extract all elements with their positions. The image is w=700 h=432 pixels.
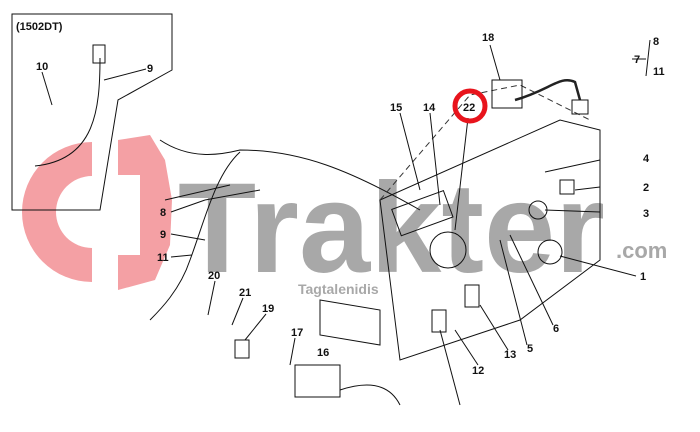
- watermark-brand: Trakter: [178, 157, 605, 300]
- inset-connector: [92, 44, 106, 64]
- callout-16: 16: [317, 347, 329, 359]
- callout-21: 21: [239, 287, 251, 299]
- callout-18: 18: [482, 32, 494, 44]
- callout-15: 15: [390, 102, 402, 114]
- callout-20: 20: [208, 270, 220, 282]
- switch-12: [431, 309, 447, 333]
- callout-1: 1: [640, 271, 646, 283]
- leader-lines: [41, 39, 651, 366]
- gauge: [429, 231, 467, 269]
- highlight-ring: [452, 88, 488, 124]
- callout-5: 5: [527, 343, 533, 355]
- callout-6: 6: [553, 323, 559, 335]
- vent-grille: [319, 299, 381, 346]
- inset-title: (1502DT): [16, 21, 63, 33]
- callout-4: 4: [643, 153, 650, 165]
- wire-12: [439, 329, 461, 406]
- callout-9: 9: [160, 229, 166, 241]
- callout-3: 3: [643, 208, 649, 220]
- cable-18: [514, 79, 582, 102]
- callout-7: 7: [634, 54, 640, 66]
- wire-16: [339, 384, 401, 406]
- callout-11: 11: [157, 252, 169, 264]
- switch-cluster: [391, 189, 454, 237]
- harness-leads: [164, 184, 261, 201]
- callout-17: 17: [291, 327, 303, 339]
- callouts: 10 9 18 8 7 11 15 14 22 4 2 3 1 8 9 11 2…: [36, 32, 665, 377]
- watermark-owner: Tagtalenidis: [298, 281, 379, 297]
- inset-frame: [11, 13, 173, 211]
- ignition: [537, 239, 563, 265]
- callout-8: 8: [160, 207, 166, 219]
- main-harness: [159, 139, 421, 211]
- callout-2: 2: [643, 182, 649, 194]
- relay-19: [234, 339, 250, 359]
- button: [559, 179, 575, 195]
- callout-19: 19: [262, 303, 274, 315]
- switch-13: [464, 284, 480, 308]
- callout-14: 14: [423, 102, 436, 114]
- callout-22: 22: [463, 102, 475, 114]
- panel-outline: [379, 84, 591, 201]
- regulator-16: [294, 364, 341, 398]
- module-18: [491, 79, 523, 109]
- callout-13: 13: [504, 349, 516, 361]
- plug-18: [571, 99, 589, 115]
- watermark-domain: .com: [616, 238, 667, 263]
- callout-8-legend: 8: [653, 36, 659, 48]
- callout-9-inset: 9: [147, 63, 153, 75]
- watermark-logo-icon: [22, 135, 172, 290]
- callout-10: 10: [36, 61, 48, 73]
- inset-harness: [34, 57, 101, 167]
- dashboard-panel: [379, 119, 601, 361]
- callout-11-legend: 11: [653, 66, 665, 78]
- callout-12: 12: [472, 365, 484, 377]
